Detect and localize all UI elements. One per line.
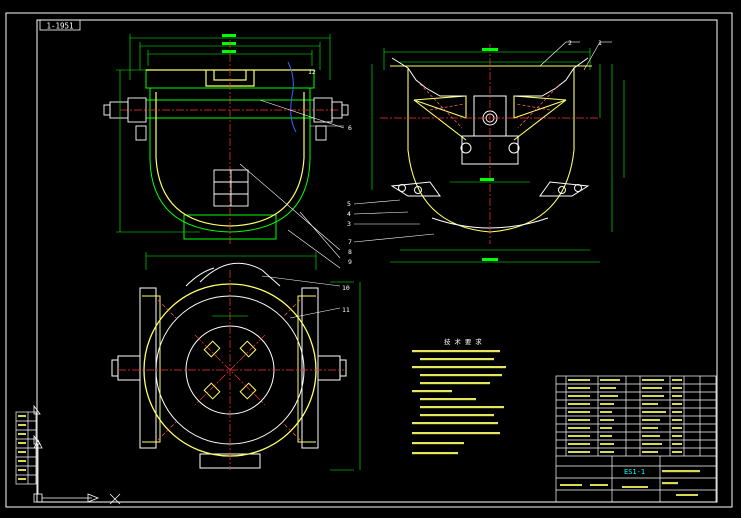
drawing-stamp-text: 1-1951: [46, 22, 73, 31]
balloon-label: 10: [342, 284, 350, 292]
notes-title: 技 术 要 求: [444, 337, 482, 346]
left-panel: [15, 404, 41, 485]
balloon-label: 6: [348, 124, 352, 132]
balloon-label: 3: [347, 220, 351, 228]
balloon-label: 1: [598, 39, 602, 47]
balloon-label: 8: [348, 248, 352, 256]
balloon-group-left-top: 12 11: [308, 68, 350, 314]
balloon-label: 12: [308, 68, 316, 76]
ucs-icon: [33, 439, 121, 505]
balloon-label: 7: [348, 238, 352, 246]
balloon-group-right-side: 5 4 3: [347, 200, 351, 228]
balloon-label: 2: [568, 39, 572, 47]
title-block: ES1-1: [555, 375, 717, 503]
drawing-stamp: 1-1951: [39, 19, 81, 31]
top-view: [111, 252, 361, 471]
leader-lines: [239, 41, 612, 319]
balloon-group-right-top: 2 1: [568, 39, 602, 47]
balloon-label: 5: [347, 200, 351, 208]
technical-notes: 技 术 要 求: [412, 337, 506, 455]
title-block-part-code: ES1-1: [624, 468, 645, 476]
drawing-frame: [5, 12, 733, 508]
balloon-label: 4: [347, 210, 351, 218]
front-section-view: [103, 34, 349, 246]
balloon-label: 11: [342, 306, 350, 314]
side-view: [371, 44, 625, 263]
balloon-label: 9: [348, 258, 352, 266]
balloon-group-left-side: 6 7 8 9 10: [342, 124, 352, 292]
